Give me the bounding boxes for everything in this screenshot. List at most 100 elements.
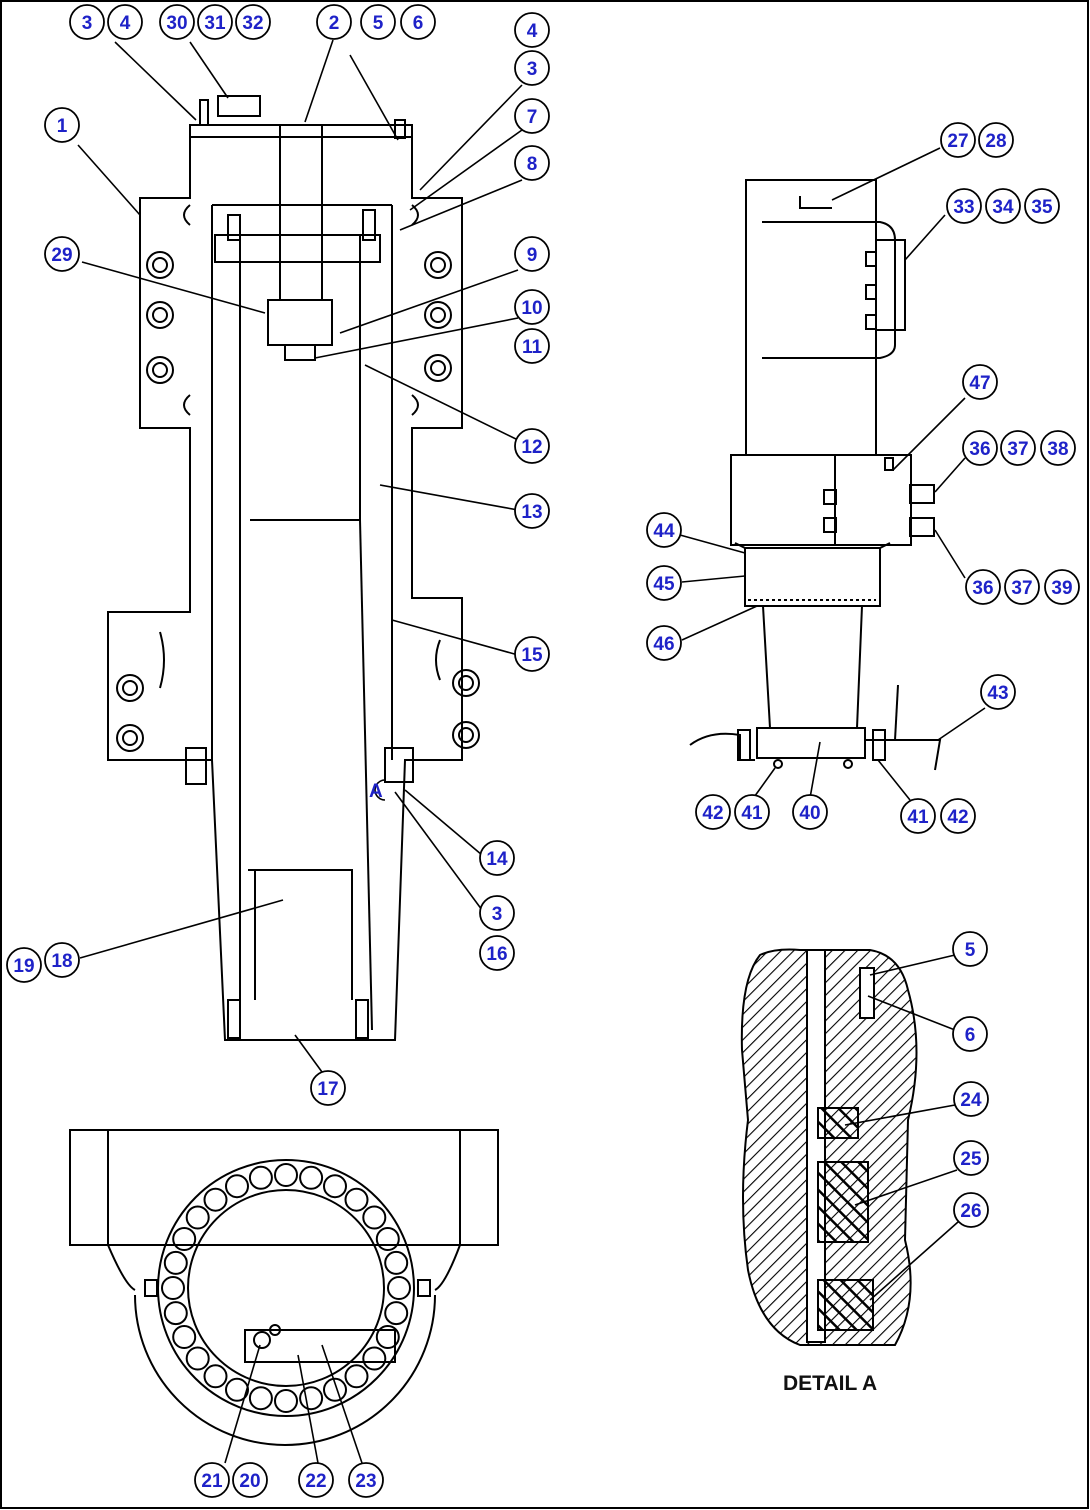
callout-14: 14 bbox=[479, 840, 515, 876]
callout-circle bbox=[400, 4, 436, 40]
callout-circle bbox=[962, 430, 998, 466]
callout-number: 26 bbox=[960, 1201, 981, 1222]
callout-21: 21 bbox=[194, 1462, 230, 1498]
callout-39: 39 bbox=[1044, 569, 1080, 605]
callout-number: 37 bbox=[1007, 439, 1028, 460]
callout-circle bbox=[695, 794, 731, 830]
bolt-hole bbox=[384, 1301, 409, 1326]
callout-circle bbox=[514, 328, 550, 364]
callout-number: 15 bbox=[521, 645, 543, 666]
callout-circle bbox=[159, 4, 195, 40]
callout-number: 35 bbox=[1031, 197, 1053, 218]
callout-45: 45 bbox=[646, 565, 682, 601]
callout-circle bbox=[978, 122, 1014, 158]
callout-33: 33 bbox=[946, 188, 982, 224]
callout-number: 24 bbox=[960, 1090, 982, 1111]
callout-circle bbox=[194, 1462, 230, 1498]
callout-circle bbox=[940, 798, 976, 834]
bolt-hole bbox=[248, 1165, 273, 1190]
callout-29: 29 bbox=[44, 236, 80, 272]
callout-circle bbox=[44, 236, 80, 272]
callout-circle bbox=[316, 4, 352, 40]
callout-number: 46 bbox=[653, 634, 674, 655]
bolt-hole bbox=[161, 1276, 185, 1300]
callout-number: 3 bbox=[527, 59, 538, 80]
callout-circle bbox=[1040, 430, 1076, 466]
callout-number: 10 bbox=[521, 298, 542, 319]
callout-42: 42 bbox=[695, 794, 731, 830]
callout-40: 40 bbox=[792, 794, 828, 830]
callout-8: 8 bbox=[514, 145, 550, 181]
callout-number: 14 bbox=[486, 849, 508, 870]
svg-text:A: A bbox=[369, 781, 383, 802]
callout-number: 30 bbox=[166, 13, 187, 34]
callout-number: 23 bbox=[355, 1471, 376, 1492]
callout-7: 7 bbox=[514, 98, 550, 134]
callout-circle bbox=[1000, 430, 1036, 466]
callout-circle bbox=[952, 1016, 988, 1052]
bolt-hole bbox=[185, 1205, 210, 1230]
callout-number: 6 bbox=[413, 13, 424, 34]
callout-circle bbox=[69, 4, 105, 40]
callout-number: 17 bbox=[317, 1079, 338, 1100]
bolt-hole bbox=[163, 1301, 188, 1326]
callout-22: 22 bbox=[298, 1462, 334, 1498]
callout-circle bbox=[1004, 569, 1040, 605]
callout-number: 47 bbox=[969, 373, 990, 394]
callout-41: 41 bbox=[900, 798, 936, 834]
callout-number: 37 bbox=[1011, 578, 1032, 599]
bolt-hole bbox=[299, 1386, 324, 1411]
callout-circle bbox=[953, 1140, 989, 1176]
callout-number: 11 bbox=[522, 337, 543, 358]
callout-6: 6 bbox=[400, 4, 436, 40]
callout-number: 22 bbox=[305, 1471, 326, 1492]
callout-circle bbox=[646, 565, 682, 601]
callout-number: 13 bbox=[521, 502, 542, 523]
end-view bbox=[69, 1129, 499, 1446]
callout-number: 12 bbox=[521, 437, 542, 458]
bolt-hole bbox=[248, 1386, 273, 1411]
callout-18: 18 bbox=[44, 942, 80, 978]
callout-23: 23 bbox=[348, 1462, 384, 1498]
callout-circle bbox=[514, 236, 550, 272]
bolt-hole bbox=[384, 1250, 409, 1275]
callout-circle bbox=[965, 569, 1001, 605]
callout-number: 19 bbox=[13, 956, 34, 977]
callout-44: 44 bbox=[646, 512, 682, 548]
callout-circle bbox=[900, 798, 936, 834]
callout-number: 7 bbox=[527, 107, 538, 128]
bolt-hole bbox=[299, 1165, 324, 1190]
callout-circle bbox=[514, 493, 550, 529]
callout-2: 2 bbox=[316, 4, 352, 40]
bolt-hole bbox=[203, 1187, 228, 1212]
callout-number: 5 bbox=[373, 13, 384, 34]
callout-circle bbox=[1044, 569, 1080, 605]
callout-11: 11 bbox=[514, 328, 550, 364]
callout-number: 2 bbox=[329, 13, 340, 34]
callout-number: 1 bbox=[57, 116, 68, 137]
callout-circle bbox=[107, 4, 143, 40]
callout-46: 46 bbox=[646, 625, 682, 661]
callout-circle bbox=[646, 625, 682, 661]
callout-6: 6 bbox=[952, 1016, 988, 1052]
callout-circle bbox=[514, 12, 550, 48]
detail-caption: DETAIL A bbox=[783, 1372, 877, 1395]
callout-circle bbox=[514, 98, 550, 134]
callout-number: 36 bbox=[972, 578, 993, 599]
callout-number: 4 bbox=[527, 21, 538, 42]
callout-circle bbox=[235, 4, 271, 40]
callout-number: 43 bbox=[987, 683, 1008, 704]
callout-number: 38 bbox=[1047, 439, 1068, 460]
callout-32: 32 bbox=[235, 4, 271, 40]
callout-5: 5 bbox=[360, 4, 396, 40]
bolt-hole bbox=[323, 1377, 347, 1402]
callout-25: 25 bbox=[953, 1140, 989, 1176]
bolt-hole bbox=[185, 1346, 210, 1371]
callout-number: 6 bbox=[965, 1025, 976, 1046]
callout-circle bbox=[298, 1462, 334, 1498]
callout-number: 3 bbox=[492, 904, 503, 925]
